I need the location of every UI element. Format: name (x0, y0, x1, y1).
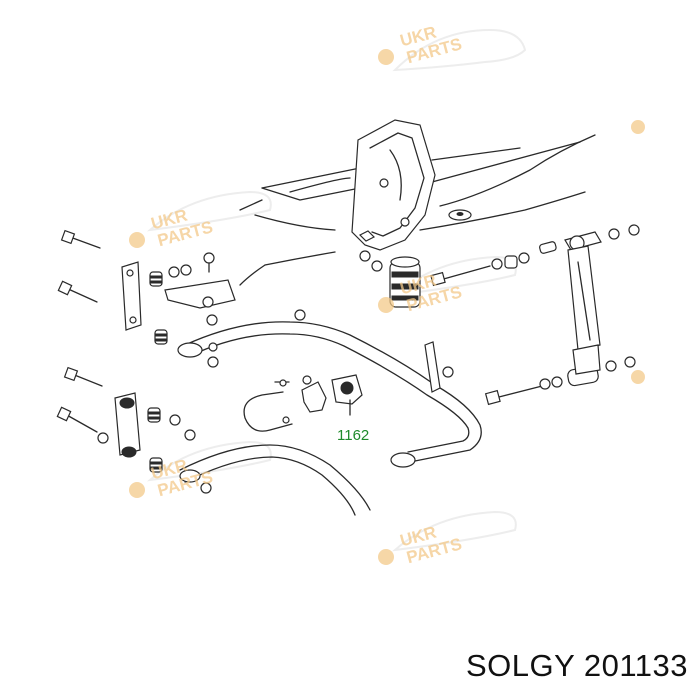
link-plate-upper (121, 261, 142, 331)
bushing-group-upper (149, 252, 236, 345)
rubber-bushing-stack (389, 256, 421, 308)
left-bolts (56, 229, 109, 444)
u-bolt-clamp (243, 379, 293, 432)
stabilizer-bushing-1162 (301, 374, 363, 416)
part-callout-label: 1162 (337, 427, 370, 444)
shock-bolt-assembly (430, 241, 557, 287)
link-plate-lower (114, 392, 196, 473)
product-caption: SOLGY 201133 (465, 648, 688, 683)
stabilizer-bar-lower (179, 444, 371, 516)
shock-absorber (564, 224, 640, 387)
vehicle-frame-outline (239, 134, 596, 286)
mid-bracket (424, 341, 454, 393)
stabilizer-bar (177, 309, 482, 468)
upper-mount-bracket (351, 119, 472, 272)
lower-shock-bolt (484, 376, 563, 406)
